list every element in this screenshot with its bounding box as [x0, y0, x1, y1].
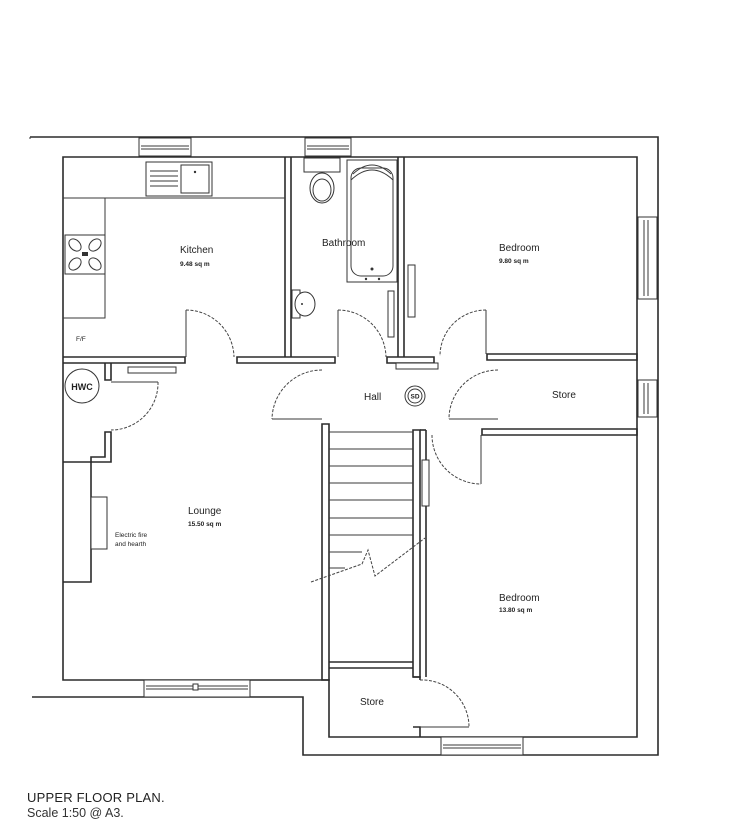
kitchen-fixtures [63, 161, 285, 319]
washbasin-icon [291, 289, 316, 319]
window-bedroom-1 [637, 216, 658, 300]
radiator-lounge [127, 366, 177, 374]
smoke-detector-label: SD [410, 394, 419, 401]
toilet-icon [303, 157, 341, 204]
hall-label: Hall [364, 392, 381, 403]
bedroom-2-label: Bedroom [499, 593, 540, 604]
radiator-bedroom-2 [421, 459, 430, 507]
drawing-scale: Scale 1:50 @ A3. [27, 806, 124, 820]
kitchen-sink-icon [145, 161, 213, 197]
lounge-label: Lounge [188, 506, 222, 517]
bedroom-2-area: 13.80 sq m [499, 607, 532, 614]
door-bedroom-1 [439, 309, 487, 357]
window-store [637, 379, 658, 418]
radiators [127, 264, 439, 507]
fireplace [90, 496, 108, 550]
store-1-label: Store [552, 390, 576, 401]
fireplace-label-line2: and hearth [115, 541, 146, 548]
radiator-bedroom-1 [407, 264, 416, 318]
hwc-label: HWC [71, 382, 93, 392]
bedroom-1-area: 9.80 sq m [499, 258, 529, 265]
internal-walls [63, 157, 638, 737]
window-kitchen [138, 137, 192, 157]
window-lounge [143, 679, 251, 698]
hwc-cylinder: HWC [64, 368, 100, 404]
kitchen-area: 9.48 sq m [180, 261, 210, 268]
hob-icon [64, 234, 106, 275]
fridge-freezer-label: F/F [76, 336, 86, 343]
door-bedroom-2 [431, 434, 482, 485]
fireplace-label-line1: Electric fire [115, 532, 148, 539]
bathroom-fixtures [291, 157, 398, 319]
door-hwc [110, 381, 159, 431]
door-bathroom [337, 309, 387, 358]
smoke-detector-icon: SD [404, 385, 426, 407]
radiator-hall [395, 362, 439, 370]
staircase [310, 431, 426, 583]
door-lounge [271, 369, 323, 420]
door-store-2 [419, 679, 470, 728]
bedroom-1-label: Bedroom [499, 243, 540, 254]
door-store-1 [448, 369, 499, 420]
door-kitchen [185, 309, 235, 358]
room-labels: Kitchen 9.48 sq m Bathroom Bedroom 9.80 … [76, 238, 576, 708]
drawing-title: UPPER FLOOR PLAN. [27, 790, 165, 805]
windows [138, 137, 658, 756]
bathtub-icon [346, 159, 398, 283]
window-bedroom-2 [440, 736, 524, 756]
kitchen-label: Kitchen [180, 245, 213, 256]
store-2-label: Store [360, 697, 384, 708]
lounge-area: 15.50 sq m [188, 521, 221, 528]
doors [110, 309, 499, 728]
bathroom-label: Bathroom [322, 238, 365, 249]
radiator-bathroom [387, 290, 395, 338]
window-bathroom [304, 137, 352, 157]
